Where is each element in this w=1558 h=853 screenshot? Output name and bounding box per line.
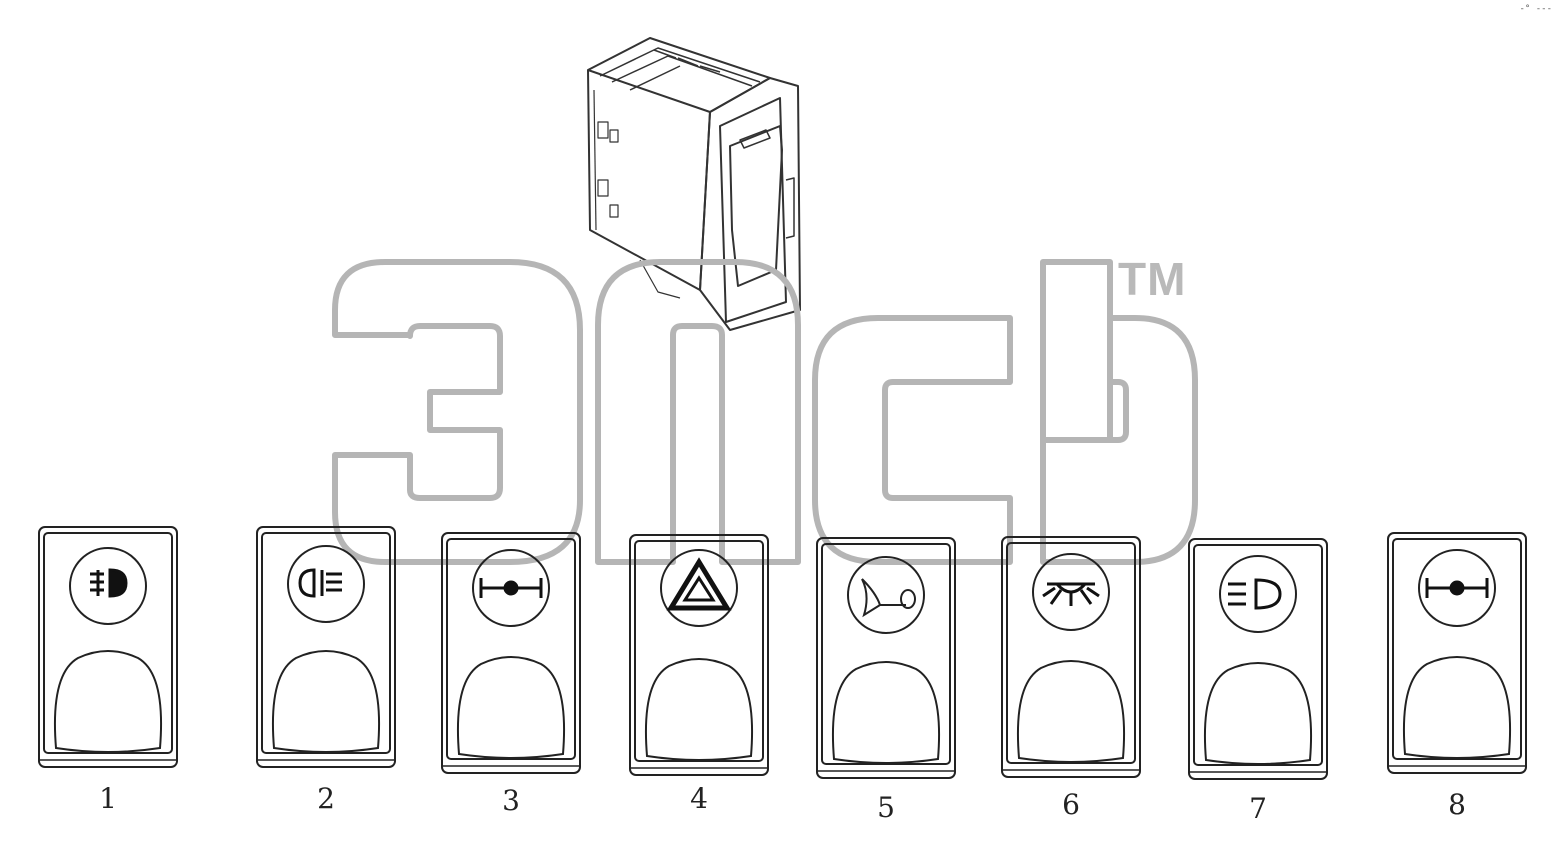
rocker-switch-illustration <box>587 37 801 331</box>
switch-3: 3 <box>441 530 581 817</box>
rear-fog-light-icon <box>90 568 128 598</box>
switch-frame <box>1188 538 1328 780</box>
trademark-label: TM <box>1118 253 1187 305</box>
switch-number: 6 <box>1062 788 1080 821</box>
switch-4: 4 <box>629 532 769 815</box>
switch-number: 4 <box>690 782 708 815</box>
switch-frame <box>1001 536 1141 778</box>
switch-number: 7 <box>1249 792 1267 825</box>
switch-frame <box>816 537 956 779</box>
switch-number: 5 <box>877 791 895 824</box>
axle-differential-lock-icon <box>1425 578 1489 598</box>
switch-1: 1 <box>38 524 178 815</box>
switch-frame <box>1387 532 1527 774</box>
switch-frame <box>441 532 581 774</box>
hazard-warning-icon <box>666 557 732 611</box>
switch-number: 1 <box>99 782 117 815</box>
axle-differential-lock-icon <box>479 578 543 598</box>
switch-number: 3 <box>502 784 520 817</box>
switch-6: 6 <box>1001 534 1141 821</box>
switch-frame <box>38 526 178 768</box>
corner-mark: -° --- <box>1519 4 1552 14</box>
switch-7: 7 <box>1188 536 1328 825</box>
switch-number: 8 <box>1448 788 1466 821</box>
switch-frame <box>256 526 396 768</box>
switch-number: 2 <box>317 782 335 815</box>
headlight-low-beam-icon <box>1228 578 1282 610</box>
switch-frame <box>629 534 769 776</box>
front-fog-light-icon <box>298 568 342 598</box>
switch-2: 2 <box>256 524 396 815</box>
switch-5: 5 <box>816 535 956 824</box>
horn-icon <box>861 578 916 618</box>
switch-8: 8 <box>1387 530 1527 821</box>
work-light-icon <box>1042 582 1100 606</box>
